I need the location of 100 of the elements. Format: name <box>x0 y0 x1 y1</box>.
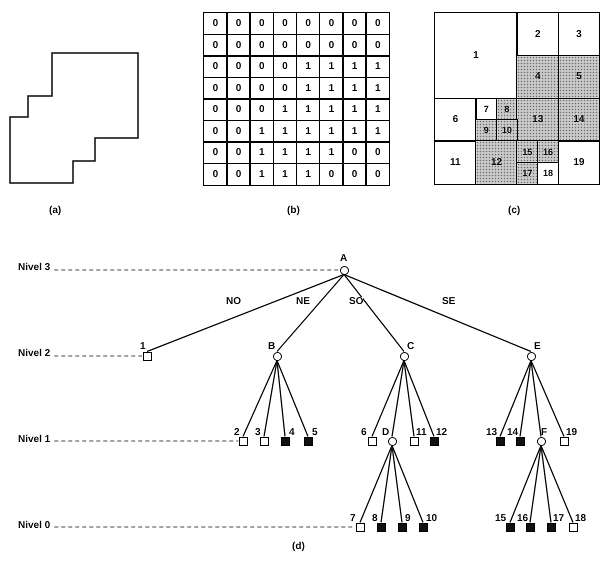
grid-cell: 0 <box>226 76 251 100</box>
grid-cell: 1 <box>249 162 274 186</box>
grid-cell: 1 <box>319 55 344 78</box>
filled-leaf-square <box>506 522 514 532</box>
node-label: 7 <box>350 514 356 524</box>
grid-cell: 0 <box>365 34 390 56</box>
grid-cell: 1 <box>365 76 390 100</box>
node-label: F <box>541 428 548 438</box>
tree-edge <box>276 360 309 437</box>
filled-leaf-square <box>304 436 312 446</box>
empty-leaf-square <box>238 436 248 446</box>
shaded-quadrant-region: 13 <box>516 98 560 142</box>
node-label: 8 <box>372 514 378 524</box>
tree-edge <box>403 360 415 437</box>
tree-edge <box>403 360 435 437</box>
filled-leaf-square <box>376 522 386 532</box>
node-label: 6 <box>361 428 367 438</box>
filled-leaf-square <box>280 436 290 446</box>
node-label: C <box>407 342 414 352</box>
node-label: 11 <box>416 428 427 438</box>
node-label: 1 <box>140 342 146 352</box>
tree-edge <box>359 445 393 523</box>
tree-edge <box>529 445 542 523</box>
tree-edge <box>509 445 542 523</box>
node-label: 4 <box>289 428 295 438</box>
level-label: Nivel 1 <box>18 435 50 445</box>
edge-label: NO <box>226 297 241 307</box>
edge-label: SO <box>349 297 364 307</box>
grid-cell: 0 <box>365 162 390 186</box>
node-label: 10 <box>426 514 438 524</box>
tree-node-circle <box>400 352 408 360</box>
grid-cell: 0 <box>319 162 344 186</box>
empty-leaf-square <box>368 436 376 446</box>
node-label: 16 <box>517 514 528 524</box>
tree-edge <box>371 360 405 437</box>
quadrant-region: 19 <box>558 140 600 185</box>
node-label: 5 <box>312 428 318 438</box>
panel-caption: (d) <box>292 542 305 552</box>
tree-edge <box>499 360 532 437</box>
grid-cell: 1 <box>365 120 390 142</box>
empty-leaf-square <box>260 436 268 446</box>
grid-cell: 0 <box>226 98 251 121</box>
edge-label: NE <box>296 297 310 307</box>
tree-edge <box>344 274 532 352</box>
tree-edge <box>343 274 405 352</box>
grid-cell: 1 <box>249 120 274 142</box>
tree-edge <box>242 360 278 437</box>
grid-cell: 1 <box>319 120 344 142</box>
filled-leaf-square <box>546 522 556 532</box>
grid-cell: 0 <box>342 141 367 164</box>
shaded-quadrant-region: 8 <box>496 98 518 120</box>
node-label: 18 <box>575 514 586 524</box>
leader-line <box>54 440 239 442</box>
edge-label: SE <box>442 297 456 307</box>
filled-leaf-square <box>398 522 406 532</box>
shaded-quadrant-region: 17 <box>516 162 538 185</box>
grid-cell: 0 <box>203 162 228 186</box>
grid-cell: 0 <box>226 162 251 186</box>
shaded-quadrant-region: 14 <box>558 98 600 142</box>
filled-leaf-square <box>418 522 428 532</box>
tree-node-circle <box>272 352 282 360</box>
node-label: 13 <box>486 428 498 438</box>
tree-node-circle <box>340 266 348 274</box>
grid-cell: 0 <box>203 76 228 100</box>
shaded-quadrant-region: 5 <box>558 54 600 100</box>
tree-edge <box>519 360 532 437</box>
shaded-quadrant-region: 4 <box>516 54 560 100</box>
filled-leaf-square <box>430 436 438 446</box>
grid-cell: 0 <box>249 34 274 56</box>
panel-caption: (c) <box>508 206 520 216</box>
tree-edge <box>146 274 344 352</box>
node-label: 17 <box>553 514 564 524</box>
tree-edge <box>263 360 278 437</box>
grid-cell: 0 <box>203 12 228 35</box>
grid-cell: 0 <box>249 55 274 78</box>
filled-leaf-square <box>496 436 504 446</box>
grid-cell: 0 <box>365 141 390 164</box>
shaded-quadrant-region: 16 <box>537 140 560 164</box>
node-label: 12 <box>436 428 448 438</box>
tree-edge <box>540 445 574 523</box>
grid-cell: 0 <box>226 12 251 35</box>
node-label: 3 <box>255 428 261 438</box>
grid-cell: 0 <box>342 34 367 56</box>
tree-edge <box>391 445 403 523</box>
level-label: Nivel 3 <box>18 263 50 273</box>
empty-leaf-square <box>356 522 364 532</box>
grid-cell: 1 <box>342 120 367 142</box>
node-label: B <box>268 342 276 352</box>
tree-edge <box>276 274 344 352</box>
empty-leaf-square <box>410 436 418 446</box>
grid-cell: 0 <box>319 12 344 35</box>
empty-leaf-square <box>568 522 578 532</box>
grid-cell: 0 <box>203 34 228 56</box>
filled-leaf-square <box>516 436 524 446</box>
tree-edge <box>530 360 542 437</box>
panel-caption: (b) <box>287 206 300 216</box>
tree-node-circle <box>536 436 546 446</box>
grid-cell: 0 <box>226 120 251 142</box>
tree-node-circle <box>526 352 536 360</box>
grid-cell: 0 <box>342 162 367 186</box>
